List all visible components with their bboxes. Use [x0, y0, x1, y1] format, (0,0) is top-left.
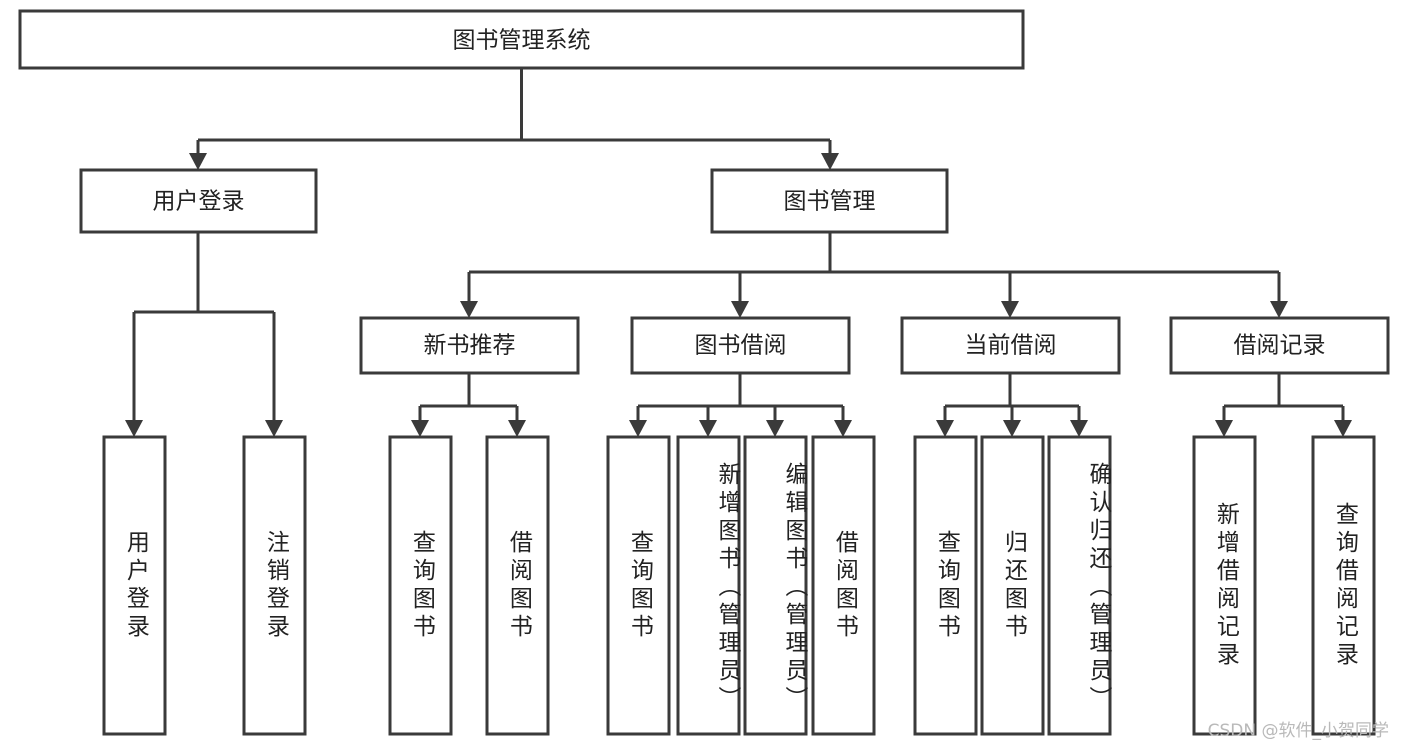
node-current-borrow-box[interactable] [900, 316, 1121, 375]
arrow-root-to-book-mgmt [821, 153, 839, 170]
leaf-box-current-borrow-3[interactable] [1047, 435, 1112, 736]
node-borrow-record-box[interactable] [1169, 316, 1390, 375]
arrow-book-borrow-leaf-4 [834, 420, 852, 437]
connector-group-book-borrow [629, 373, 852, 437]
node-book-management-box[interactable] [710, 168, 949, 234]
node-book-borrow-label: 图书借阅 [695, 333, 787, 359]
node-book-borrow[interactable]: 图书借阅 [630, 316, 851, 375]
arrow-borrow-record-leaf-1 [1215, 420, 1233, 437]
connector-group-current-borrow [936, 373, 1088, 437]
connector-group-user-login [125, 232, 283, 437]
arrow-current-borrow-leaf-3 [1070, 420, 1088, 437]
leaf-box-borrow-record-1[interactable] [1192, 435, 1257, 736]
leaf-box-current-borrow-1[interactable] [913, 435, 978, 736]
node-current-borrow-label: 当前借阅 [965, 333, 1057, 359]
node-new-book-recommend-box[interactable] [359, 316, 580, 375]
node-user-login[interactable]: 用户登录 [79, 168, 318, 234]
leaf-boxes-borrow-record [1192, 435, 1376, 736]
node-root[interactable]: 图书管理系统 [18, 9, 1025, 70]
arrow-book-mgmt-to-book-borrow [731, 301, 749, 318]
leaf-boxes-book-borrow [606, 435, 876, 736]
arrow-book-mgmt-to-new-book [460, 301, 478, 318]
leaf-boxes-current-borrow [913, 435, 1112, 736]
arrow-book-mgmt-to-current-borrow [1001, 301, 1019, 318]
leaf-box-new-book-1[interactable] [388, 435, 453, 736]
node-user-login-label: 用户登录 [153, 189, 245, 215]
arrow-book-borrow-leaf-3 [766, 420, 784, 437]
arrow-user-login-leaf-2 [265, 420, 283, 437]
leaf-box-current-borrow-2[interactable] [980, 435, 1045, 736]
arrow-new-book-leaf-1 [411, 420, 429, 437]
arrow-current-borrow-leaf-1 [936, 420, 954, 437]
arrow-new-book-leaf-2 [508, 420, 526, 437]
node-current-borrow[interactable]: 当前借阅 [900, 316, 1121, 375]
connector-group-book-mgmt [460, 232, 1288, 318]
leaf-box-book-borrow-2[interactable] [676, 435, 741, 736]
connector-group-borrow-record [1215, 373, 1352, 437]
arrow-book-borrow-leaf-1 [629, 420, 647, 437]
node-book-management-label: 图书管理 [784, 189, 876, 215]
node-root-label: 图书管理系统 [453, 28, 591, 54]
arrow-book-mgmt-to-borrow-record [1270, 301, 1288, 318]
leaf-box-user-login-1[interactable] [102, 435, 167, 736]
node-borrow-record[interactable]: 借阅记录 [1169, 316, 1390, 375]
arrow-user-login-leaf-1 [125, 420, 143, 437]
leaf-box-borrow-record-2[interactable] [1311, 435, 1376, 736]
node-book-borrow-box[interactable] [630, 316, 851, 375]
node-root-box[interactable] [18, 9, 1025, 70]
connector-group-new-book [411, 373, 526, 437]
arrow-book-borrow-leaf-2 [699, 420, 717, 437]
arrow-root-to-user-login [189, 153, 207, 170]
leaf-box-new-book-2[interactable] [485, 435, 550, 736]
leaf-boxes-user-login [102, 435, 307, 736]
connector-group-root [189, 68, 839, 170]
node-borrow-record-label: 借阅记录 [1234, 333, 1326, 359]
leaf-boxes-new-book-recommend [388, 435, 550, 736]
leaf-box-book-borrow-3[interactable] [743, 435, 808, 736]
node-new-book-recommend[interactable]: 新书推荐 [359, 316, 580, 375]
arrow-borrow-record-leaf-2 [1334, 420, 1352, 437]
node-new-book-recommend-label: 新书推荐 [424, 333, 516, 359]
arrow-current-borrow-leaf-2 [1003, 420, 1021, 437]
node-user-login-box[interactable] [79, 168, 318, 234]
leaf-box-user-login-2[interactable] [242, 435, 307, 736]
leaf-box-book-borrow-4[interactable] [811, 435, 876, 736]
node-book-management[interactable]: 图书管理 [710, 168, 949, 234]
leaf-box-book-borrow-1[interactable] [606, 435, 671, 736]
